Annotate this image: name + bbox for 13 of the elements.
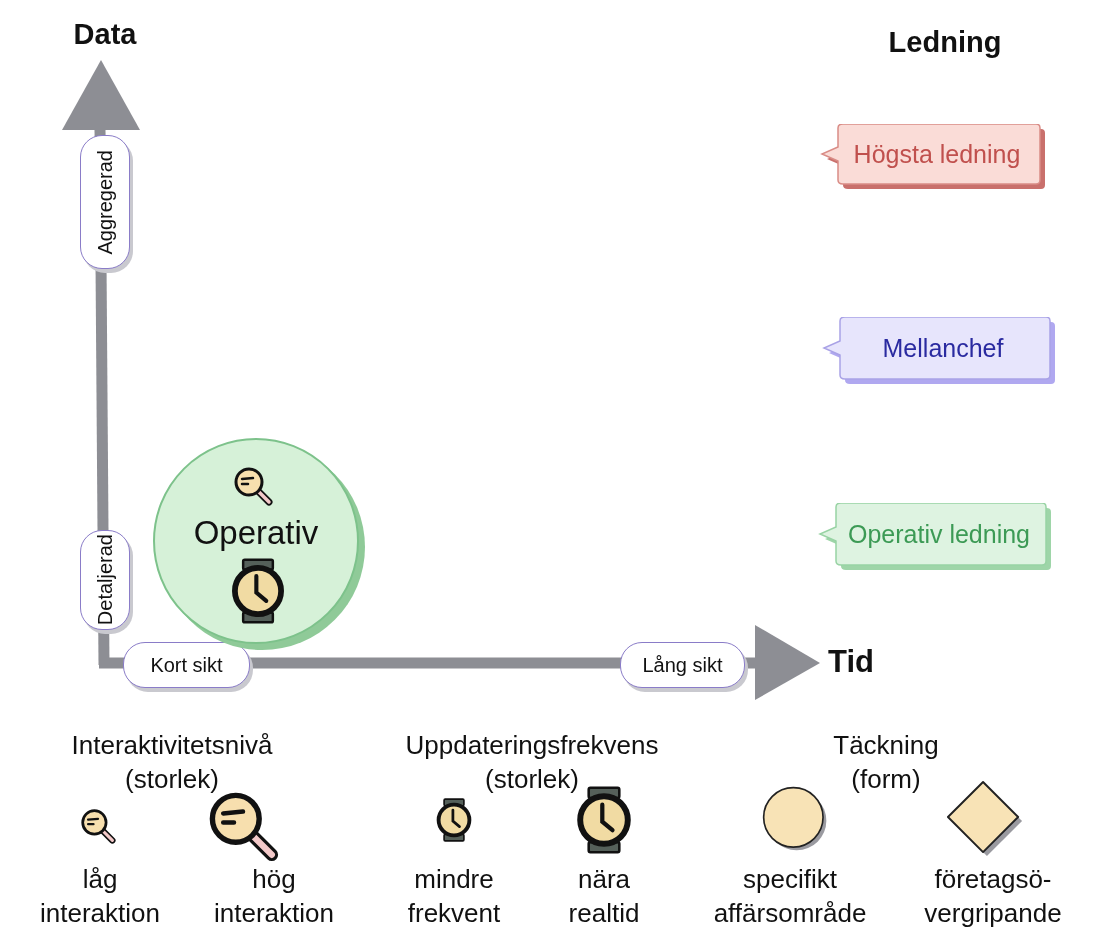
axis-title: Data xyxy=(72,18,138,51)
legend-heading: Uppdateringsfrekvens (storlek) xyxy=(404,729,660,796)
legend-label: hög interaktion xyxy=(213,863,335,930)
axis-title: Tid xyxy=(827,644,875,680)
legend-label: företagsö- vergripande xyxy=(923,863,1063,930)
column-heading: Ledning xyxy=(887,26,1003,59)
legend-label: nära realtid xyxy=(567,863,641,930)
legend-label: låg interaktion xyxy=(39,863,161,930)
legend-label: mindre frekvent xyxy=(406,863,502,930)
legend-heading: Täckning (form) xyxy=(832,729,940,796)
legend-label: specifikt affärsområde xyxy=(712,863,868,930)
node-label: Operativ xyxy=(192,514,320,552)
legend-heading: Interaktivitetsnivå (storlek) xyxy=(70,729,274,796)
